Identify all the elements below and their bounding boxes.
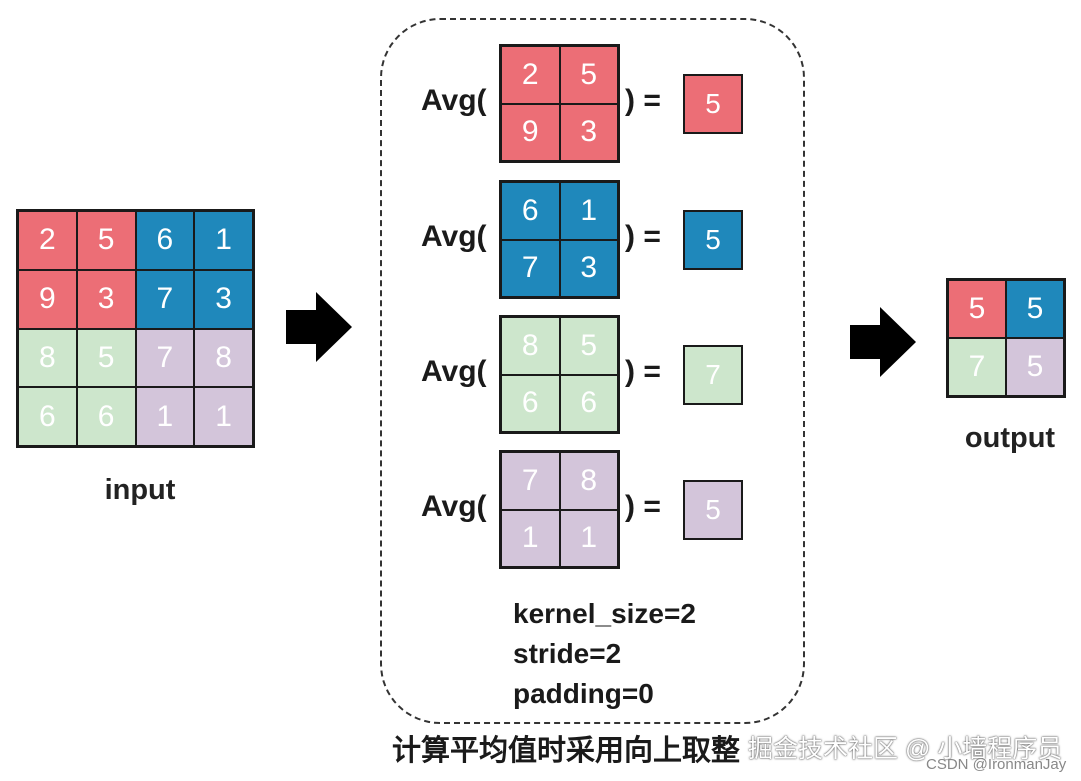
pooling-parameters: kernel_size=2 stride=2 padding=0 xyxy=(513,594,696,714)
input-cell: 3 xyxy=(194,269,253,329)
window-cell: 9 xyxy=(501,103,560,161)
avg-function-label: Avg( xyxy=(421,489,487,523)
padding-param: padding=0 xyxy=(513,678,654,709)
watermark-author: CSDN @IronmanJay xyxy=(926,756,1067,773)
window-cell: 2 xyxy=(501,46,560,104)
avg-function-label: Avg( xyxy=(421,354,487,388)
kernel-size-param: kernel_size=2 xyxy=(513,598,696,629)
watermark-site: 掘金技术社区 @ 小墙程序员 xyxy=(748,735,1063,763)
rounding-caption: 计算平均值时采用向上取整 xyxy=(392,735,741,767)
output-cell: 5 xyxy=(1006,280,1064,338)
window-cell: 6 xyxy=(559,374,618,432)
input-cell: 3 xyxy=(76,269,136,329)
input-cell: 6 xyxy=(135,211,195,270)
window-cell: 1 xyxy=(559,509,618,567)
avg-function-label: Avg( xyxy=(421,83,487,117)
window-cell: 3 xyxy=(559,103,618,161)
avg-function-label: Avg( xyxy=(421,219,487,253)
output-label: output xyxy=(964,422,1056,454)
right-arrow-icon xyxy=(850,307,916,377)
pooling-process-box xyxy=(380,18,805,724)
window-cell: 6 xyxy=(501,182,560,240)
input-cell: 2 xyxy=(18,211,77,270)
output-cell: 7 xyxy=(948,338,1006,396)
right-arrow-icon xyxy=(286,292,352,362)
window-cell: 3 xyxy=(559,239,618,297)
window-cell: 6 xyxy=(501,374,560,432)
equals-label: ) = xyxy=(625,354,661,388)
input-cell: 6 xyxy=(76,387,136,446)
window-cell: 5 xyxy=(559,317,618,375)
window-cell: 1 xyxy=(559,182,618,240)
output-cell: 5 xyxy=(948,280,1006,338)
average-result: 7 xyxy=(683,344,743,405)
average-result: 5 xyxy=(683,73,743,134)
window-cell: 7 xyxy=(501,239,560,297)
input-cell: 7 xyxy=(135,269,195,329)
average-result: 5 xyxy=(683,209,743,270)
equals-label: ) = xyxy=(625,219,661,253)
input-cell: 6 xyxy=(18,387,77,446)
input-cell: 1 xyxy=(135,387,195,446)
equals-label: ) = xyxy=(625,83,661,117)
window-cell: 5 xyxy=(559,46,618,104)
window-cell: 8 xyxy=(501,317,560,375)
average-result: 5 xyxy=(683,479,743,540)
stride-param: stride=2 xyxy=(513,638,622,669)
input-cell: 9 xyxy=(18,269,77,329)
input-cell: 1 xyxy=(194,387,253,446)
window-cell: 7 xyxy=(501,452,560,510)
output-cell: 5 xyxy=(1006,338,1064,396)
input-cell: 8 xyxy=(194,328,253,388)
input-cell: 1 xyxy=(194,211,253,270)
input-cell: 5 xyxy=(76,211,136,270)
window-cell: 1 xyxy=(501,509,560,567)
equals-label: ) = xyxy=(625,489,661,523)
input-cell: 8 xyxy=(18,328,77,388)
input-cell: 7 xyxy=(135,328,195,388)
input-cell: 5 xyxy=(76,328,136,388)
window-cell: 8 xyxy=(559,452,618,510)
input-label: input xyxy=(104,474,176,506)
